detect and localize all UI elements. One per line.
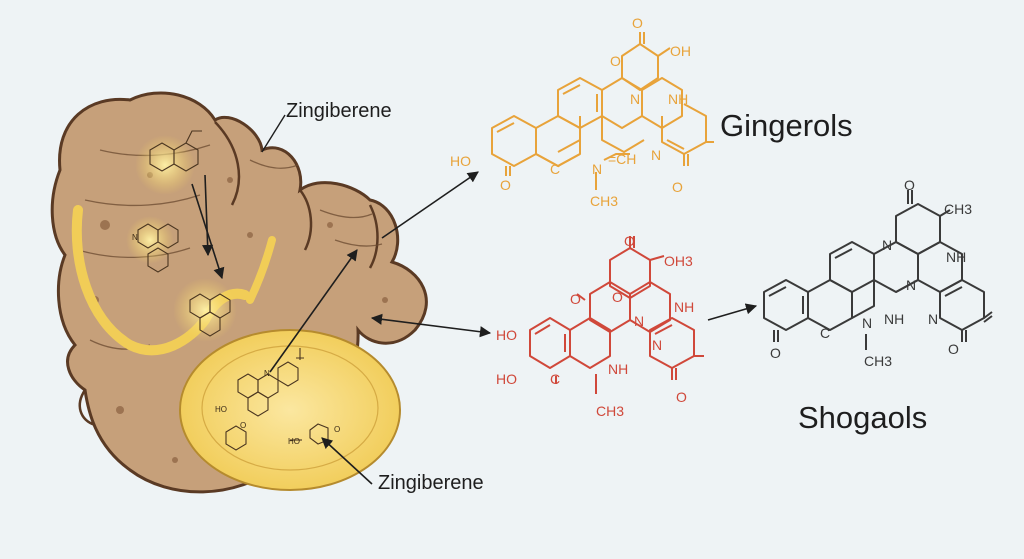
label-zingiberene-bottom: Zingiberene	[378, 472, 484, 494]
shogaols-atom-o-left: O	[770, 345, 781, 361]
arrow-inner-side	[202, 174, 214, 257]
gingerols-atom-oh: OH	[670, 43, 691, 59]
gingerols-atom-ch: =CH	[608, 151, 636, 167]
shogaols-atom-nh1: NH	[946, 249, 966, 265]
shogaols-atoms: O CH3 N NH N O C N NH N O CH3	[770, 177, 972, 369]
red-atom-ho1: HO	[496, 327, 517, 343]
gingerols-atom-o-top: O	[632, 15, 643, 31]
inner-atom-ho1: HO	[215, 405, 227, 414]
red-atom-nh1: NH	[674, 299, 694, 315]
red-atoms: O O OH3 O N NH HO HO C N NH O CH3	[496, 233, 694, 419]
shogaols-atom-n1: N	[882, 237, 892, 253]
inner-atom-ho2: HO	[288, 437, 300, 446]
red-atom-o-left: O	[570, 291, 581, 307]
red-atom-ch3: CH3	[596, 403, 624, 419]
shogaols-atom-n2: N	[906, 277, 916, 293]
label-shogaols: Shogaols	[798, 400, 928, 435]
red-atom-n1: N	[634, 313, 644, 329]
inner-structure-atoms: N HO O N HO O	[132, 233, 340, 446]
inner-atom-n2: N	[132, 233, 138, 242]
arrow-to-red-structure	[370, 313, 492, 338]
shogaols-atom-n4: N	[928, 311, 938, 327]
shogaols-atom-ch3-top: CH3	[944, 201, 972, 217]
shogaols-atom-n3: N	[862, 315, 872, 331]
gingerols-atom-o-left: O	[500, 177, 511, 193]
rhizome-core-inner	[201, 345, 379, 471]
gingerols-atom-o-right: O	[672, 179, 683, 195]
rhizome-left-foot	[78, 389, 96, 427]
rhizome-knob-top	[214, 121, 241, 206]
red-atom-o-bottom: O	[676, 389, 687, 405]
inner-atom-n1: N	[264, 369, 270, 378]
gingerols-atom-n1: N	[630, 91, 640, 107]
inner-atom-o2: O	[334, 425, 340, 434]
red-atom-oh3: OH3	[664, 253, 693, 269]
glow-upper	[135, 135, 195, 195]
red-atom-nh2: NH	[608, 361, 628, 377]
shogaols-atom-ch3: CH3	[864, 353, 892, 369]
red-atom-o-top: O	[624, 233, 635, 249]
gingerols-atom-c: C	[550, 161, 560, 177]
gingerols-atom-ch3: CH3	[590, 193, 618, 209]
gingerols-structure	[491, 32, 714, 190]
rhizome-core	[179, 329, 401, 491]
arrow-zingiberene-bottom	[321, 437, 373, 485]
shogaols-atom-o-right: O	[948, 341, 959, 357]
label-gingerols: Gingerols	[720, 108, 853, 143]
red-atom-c: C	[550, 371, 560, 387]
ginger-rhizome-illustration: N HO O N HO O	[50, 91, 428, 494]
gingerols-atom-ho: HO	[450, 153, 471, 169]
shogaols-atom-o-top: O	[904, 177, 915, 193]
inner-structure-sketches	[137, 130, 329, 451]
red-atom-n2: N	[652, 337, 662, 353]
arrow-to-shogaols	[707, 303, 758, 321]
shogaols-atom-c: C	[820, 325, 830, 341]
gingerols-atom-o-ring: O	[610, 53, 621, 69]
rhizome-knob-right	[299, 189, 313, 251]
rhizome-vascular-branch	[246, 236, 276, 304]
arrow-to-gingerols	[381, 171, 479, 239]
gingerols-atom-nh: NH	[668, 91, 688, 107]
gingerols-atom-n3: N	[651, 147, 661, 163]
arrows	[191, 171, 758, 485]
leader-zingiberene-top	[261, 114, 286, 153]
arrow-core-to-knob	[269, 249, 358, 373]
shogaols-atom-nh2: NH	[884, 311, 904, 327]
inner-atom-o1: O	[240, 421, 246, 430]
red-atom-ho2: HO	[496, 371, 517, 387]
rhizome-knob-lower-right	[368, 204, 379, 269]
shogaols-structure	[763, 190, 993, 350]
gingerols-atom-n2: N	[592, 161, 602, 177]
red-atom-o-ring: O	[612, 289, 623, 305]
label-zingiberene-top: Zingiberene	[286, 100, 392, 122]
red-structure	[529, 236, 704, 394]
gingerols-atoms: O OH O N NH HO C N =CH N O O CH3	[450, 15, 691, 209]
